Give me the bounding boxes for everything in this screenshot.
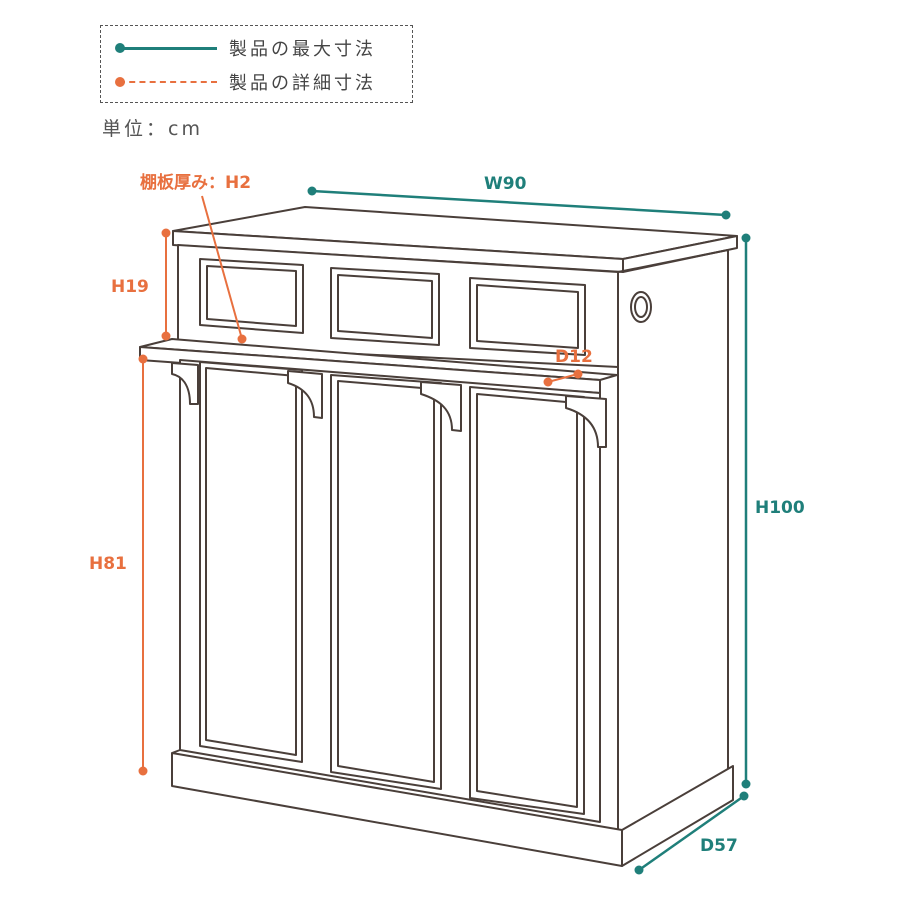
- top-height-dimension-endpoint-2: [161, 331, 171, 341]
- side-panel: [617, 249, 729, 841]
- label-width: W90: [484, 174, 527, 194]
- label-shelf-depth: D12: [555, 347, 593, 367]
- shelf-depth-dimension-endpoint-2: [573, 369, 583, 379]
- shelf-thickness-leader: [201, 195, 243, 340]
- depth-dimension-endpoint-2: [634, 865, 644, 875]
- drawer-panel-right-inner: [476, 284, 579, 349]
- drawer-panel-left-inner: [206, 265, 297, 327]
- drawer-panel-left: [199, 258, 304, 334]
- shelf-depth-dimension: [547, 373, 579, 383]
- dimension-lines: [138, 186, 751, 875]
- depth-dimension: [638, 794, 745, 872]
- bracket-1: [171, 362, 199, 405]
- door-left-inner: [205, 367, 297, 756]
- shelf-thickness-leader-endpoint-1: [237, 334, 247, 344]
- label-lower-height: H81: [89, 554, 127, 574]
- label-depth: D57: [700, 836, 738, 856]
- bracket-3: [420, 381, 462, 432]
- label-shelf-thickness: 棚板厚み：H2: [140, 172, 251, 193]
- drawer-panel-middle-inner: [337, 274, 433, 339]
- bracket-4: [565, 395, 607, 448]
- width-dimension-endpoint-1: [307, 186, 317, 196]
- unit-label: 単位：cm: [102, 118, 203, 140]
- width-dimension-endpoint-2: [721, 210, 731, 220]
- plinth-side: [621, 765, 734, 867]
- lower-height-dimension-endpoint-2: [138, 766, 148, 776]
- door-middle-inner: [337, 380, 435, 783]
- door-middle: [330, 374, 442, 790]
- cable-hole: [630, 291, 652, 323]
- legend-detail-label: 製品の詳細寸法: [229, 73, 376, 94]
- cable-hole-inner: [634, 296, 648, 318]
- depth-dimension-endpoint-1: [739, 791, 749, 801]
- legend-item-detail: 製品の詳細寸法: [111, 70, 376, 94]
- drawer-panel-right: [469, 277, 586, 356]
- bracket-2: [287, 370, 323, 419]
- door-left: [199, 361, 303, 763]
- drawer-panel-middle: [330, 267, 440, 346]
- top-board-side: [622, 235, 738, 273]
- width-dimension: [311, 189, 727, 217]
- door-right-inner: [476, 393, 578, 808]
- top-height-dimension-endpoint-1: [161, 228, 171, 238]
- plinth-top-edge: [171, 749, 181, 754]
- shelf-depth-dimension-endpoint-1: [543, 377, 553, 387]
- label-top-height: H19: [111, 277, 149, 297]
- lower-height-dimension-endpoint-1: [138, 354, 148, 364]
- label-total-height: H100: [755, 498, 805, 518]
- lower-front-panel: [179, 359, 601, 823]
- legend: 製品の最大寸法 製品の詳細寸法: [100, 25, 413, 103]
- cabinet-outline: [139, 206, 738, 867]
- legend-item-max: 製品の最大寸法: [111, 36, 376, 60]
- door-right: [469, 386, 585, 815]
- total-height-dimension-endpoint-2: [741, 779, 751, 789]
- legend-max-label: 製品の最大寸法: [229, 39, 376, 60]
- total-height-dimension-endpoint-1: [741, 233, 751, 243]
